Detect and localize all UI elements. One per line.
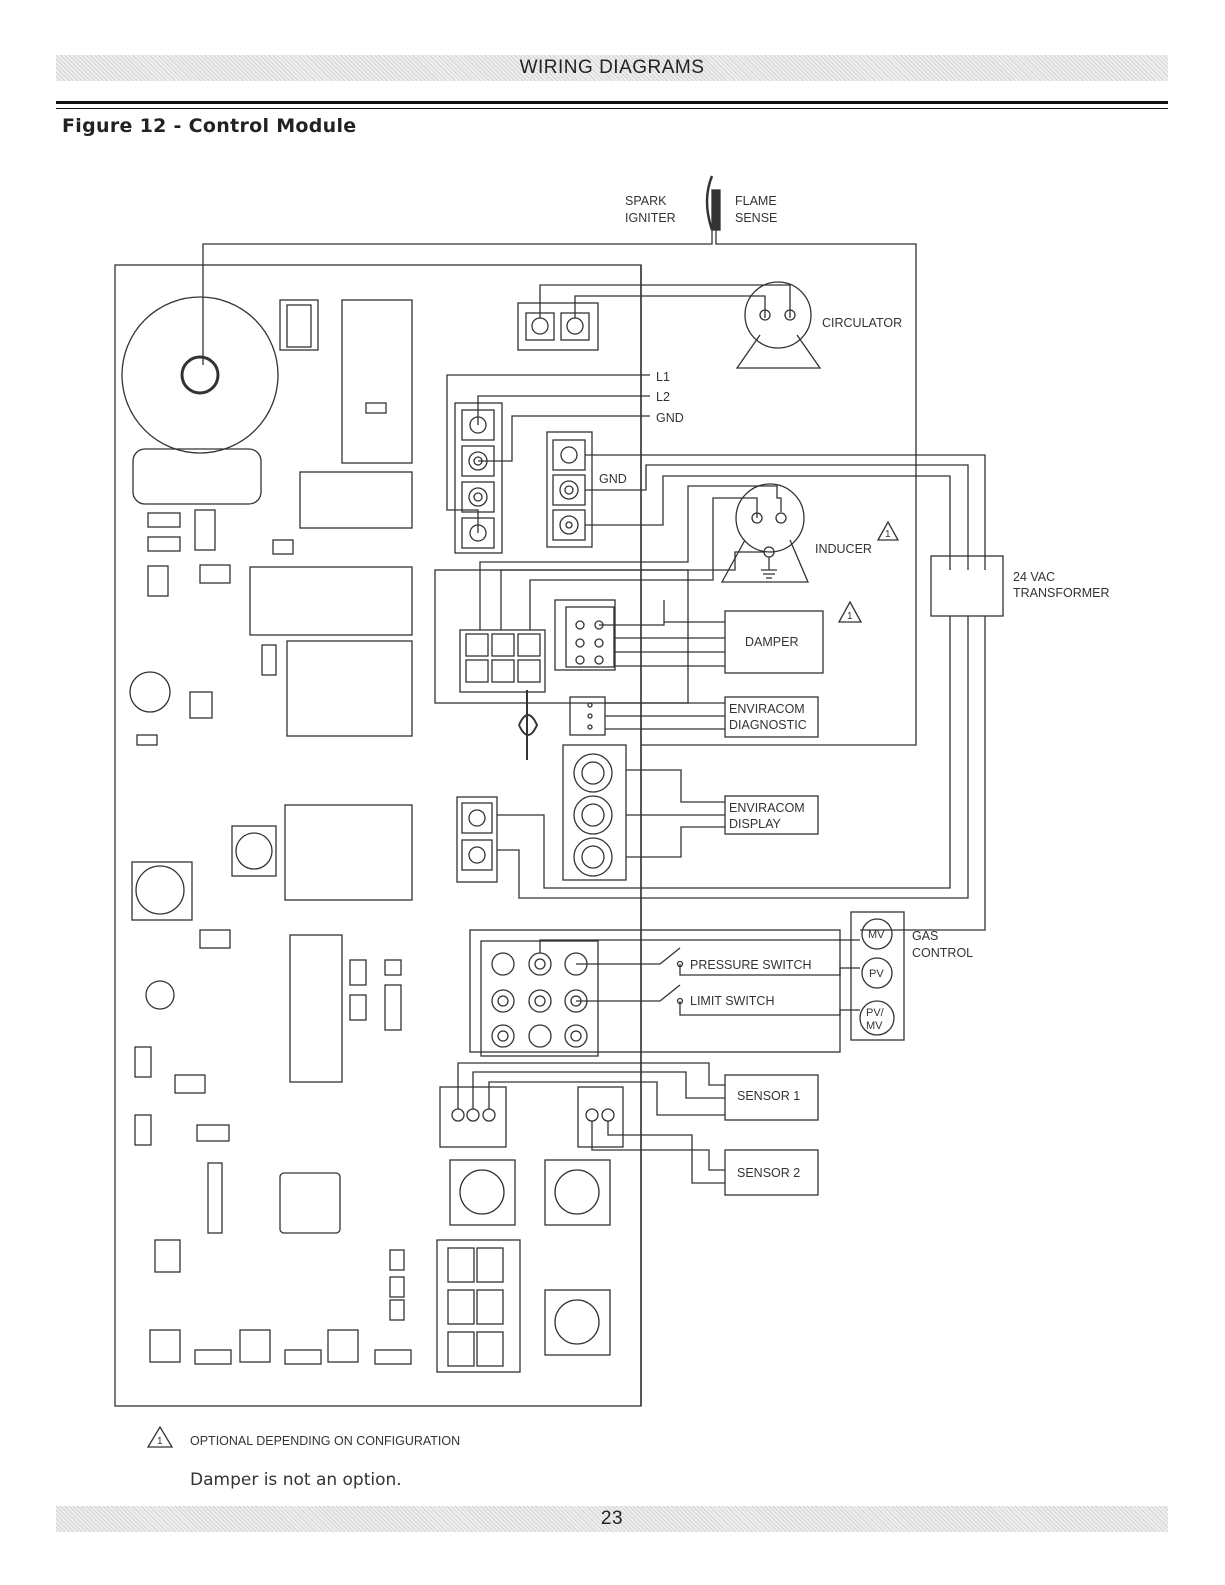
optional-legend-marker-text: 1: [157, 1436, 163, 1447]
pvmv-label-1: PV/: [866, 1007, 885, 1019]
limit-switch-label: LIMIT SWITCH: [690, 994, 775, 1008]
molex-connector: [459, 629, 546, 693]
enviracom-disp-label-1: ENVIRACOM: [729, 801, 805, 815]
optional-marker-inducer: [876, 520, 900, 541]
harness-frame: [434, 569, 689, 704]
transformer-label-2: TRANSFORMER: [1013, 586, 1110, 600]
gas-control-label-1: GAS: [912, 929, 938, 943]
l1-label: L1: [656, 370, 670, 384]
figure-title: Figure 12 - Control Module: [62, 115, 357, 137]
enviracom-diag-label-2: DIAGNOSTIC: [729, 718, 807, 732]
optional-note: OPTIONAL DEPENDING ON CONFIGURATION: [190, 1434, 460, 1448]
sensor-1-label: SENSOR 1: [737, 1089, 800, 1103]
gas-valve-block: [850, 911, 905, 1041]
transformer-symbol: [930, 555, 1004, 617]
flame-sense-label-2: SENSE: [735, 211, 777, 225]
mv-label: MV: [868, 929, 885, 941]
gnd-block-label: GND: [599, 472, 627, 486]
pressure-switch-label: PRESSURE SWITCH: [690, 958, 812, 972]
page-number: 23: [600, 1508, 624, 1529]
sensor-2-connector: [577, 1086, 624, 1148]
damper-box: [724, 610, 824, 674]
inducer-symbol: [735, 483, 805, 553]
section-header-bar: WIRING DIAGRAMS: [56, 55, 1168, 81]
sensor-1-box: [724, 1074, 819, 1121]
control-board-outline: [114, 264, 642, 1407]
damper-connector: [554, 599, 616, 671]
spark-igniter-label-2: IGNITER: [625, 211, 676, 225]
flame-sense-label-1: FLAME: [735, 194, 777, 208]
optional-marker-damper-text: 1: [847, 611, 853, 622]
gas-control-label-2: CONTROL: [912, 946, 973, 960]
inducer-label: INDUCER: [815, 542, 872, 556]
sensor-2-label: SENSOR 2: [737, 1166, 800, 1180]
two-pin-connector: [456, 796, 498, 883]
gnd-main-label: GND: [656, 411, 684, 425]
circulator-connector: [517, 302, 599, 351]
header-rule-thin: [56, 108, 1168, 109]
enviracom-disp-label-2: DISPLAY: [729, 817, 782, 831]
optional-marker-damper: [837, 600, 863, 623]
enviracom-diag-box: [724, 696, 819, 738]
igniter-terminal: [180, 355, 220, 395]
circulator-symbol: [744, 281, 812, 349]
circulator-label: CIRCULATOR: [822, 316, 902, 330]
spark-igniter-symbol: [705, 175, 714, 231]
l2-label: L2: [656, 390, 670, 404]
footer-bar: 23: [56, 1506, 1168, 1532]
sensor-2-box: [724, 1149, 819, 1196]
enviracom-diag-label-1: ENVIRACOM: [729, 702, 805, 716]
damper-note: Damper is not an option.: [190, 1470, 402, 1490]
transformer-label-1: 24 VAC: [1013, 570, 1055, 584]
flame-sense-rod: [711, 189, 721, 231]
optional-marker-inducer-text: 1: [885, 529, 891, 540]
transformer-coil: [121, 296, 279, 454]
header-rule-thick: [56, 101, 1168, 104]
optional-legend-marker: [146, 1425, 174, 1448]
gas-control-frame: [469, 929, 841, 1053]
pvmv-label-2: MV: [866, 1020, 883, 1032]
spark-igniter-label-1: SPARK: [625, 194, 667, 208]
enviracom-display-terminal: [562, 744, 627, 881]
section-title: WIRING DIAGRAMS: [519, 57, 705, 78]
pv-label: PV: [869, 968, 884, 980]
damper-label: DAMPER: [745, 635, 798, 649]
